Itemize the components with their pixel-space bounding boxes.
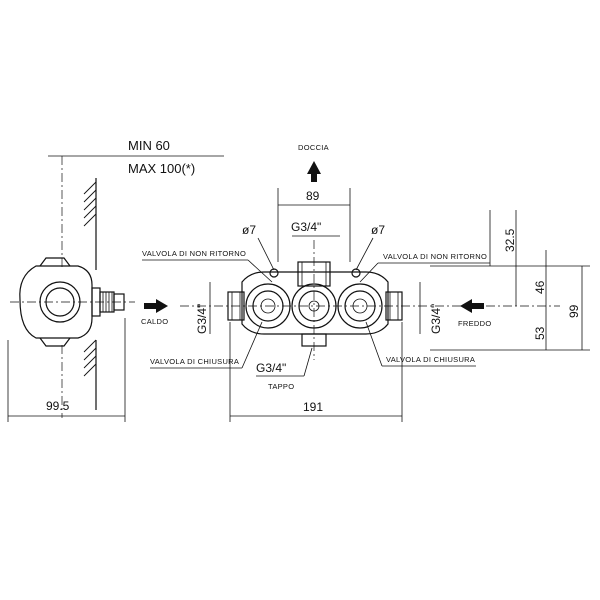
hole-right-leader	[355, 237, 374, 271]
non-return-right-label: VALVOLA DI NON RITORNO	[383, 252, 487, 261]
hole-right	[351, 268, 361, 278]
doccia-arrow-shaft	[311, 174, 317, 182]
wall-hatch-upper	[83, 181, 97, 227]
hole-left-leader	[257, 237, 275, 271]
hole-right-label: ø7	[371, 223, 385, 237]
closing-valve-left-leader	[241, 321, 263, 369]
max-label: MAX 100(*)	[128, 161, 195, 176]
side-view: MIN 60 MAX 100(*) 99.5	[7, 138, 224, 422]
hole-left	[269, 268, 279, 278]
wall-hatch-lower	[83, 339, 97, 377]
height-46-value: 46	[533, 280, 547, 294]
width89-value: 89	[306, 189, 320, 203]
hole-left-label: ø7	[242, 223, 256, 237]
min-label: MIN 60	[128, 138, 170, 153]
doccia-arrow-head	[307, 161, 321, 174]
depth-value: 99.5	[46, 399, 70, 413]
freddo-arrow-head	[460, 299, 472, 313]
freddo-label: FREDDO	[458, 319, 491, 328]
caldo-label: CALDO	[141, 317, 168, 326]
side-bottom-lug	[39, 337, 71, 347]
height-53-value: 53	[533, 326, 547, 340]
closing-valve-left-label: VALVOLA DI CHIUSURA	[150, 357, 239, 366]
width191-value: 191	[303, 400, 323, 414]
top-thread-label: G3/4"	[291, 220, 321, 234]
doccia-label: DOCCIA	[298, 143, 329, 152]
left-thread-label: G3/4"	[195, 304, 209, 334]
side-top-lug	[39, 257, 71, 267]
closing-valve-right-leader	[365, 321, 383, 367]
closing-valve-right-label: VALVOLA DI CHIUSURA	[386, 355, 475, 364]
bottom-thread-leader	[303, 347, 313, 377]
main-body	[241, 271, 389, 335]
height-99-value: 99	[567, 304, 581, 318]
non-return-left-label: VALVOLA DI NON RITORNO	[142, 249, 246, 258]
height-325-value: 32.5	[503, 228, 517, 252]
tappo-label: TAPPO	[268, 382, 294, 391]
bottom-thread-label: G3/4"	[256, 361, 286, 375]
freddo-arrow-shaft	[472, 303, 484, 309]
caldo-arrow-head	[156, 299, 168, 313]
front-view: DOCCIA 89 G3/4" ø7 ø7 VALVOLA DI NON RIT…	[141, 143, 590, 422]
right-thread-label: G3/4"	[429, 304, 443, 334]
non-return-left-leader	[247, 259, 273, 283]
caldo-arrow-shaft	[144, 303, 156, 309]
